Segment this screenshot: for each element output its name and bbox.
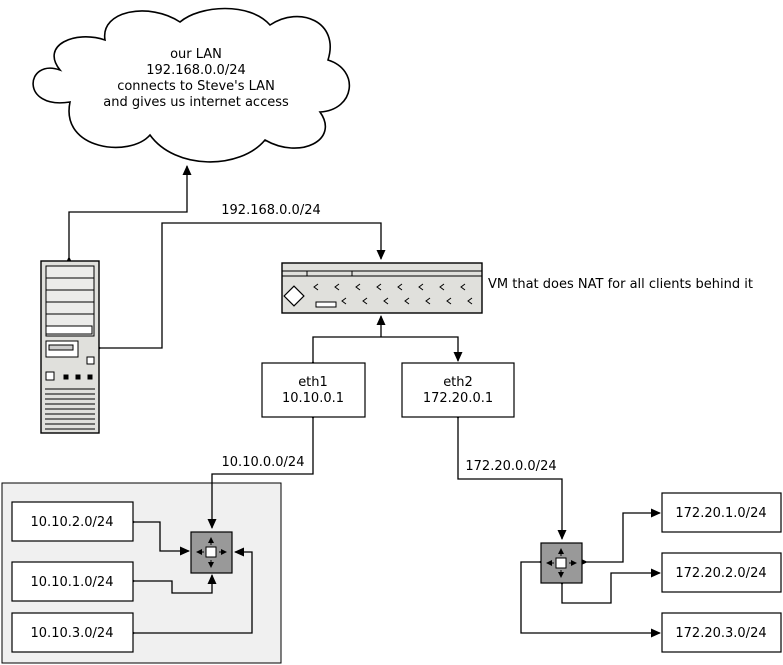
subnet-label: 10.10.3.0/24 <box>31 626 114 641</box>
eth2-interface: eth2 172.20.0.1 <box>401 362 515 418</box>
subnet-label: 172.20.3.0/24 <box>675 626 766 641</box>
cloud-outline <box>32 7 351 163</box>
subnet-label: 172.20.2.0/24 <box>675 566 766 581</box>
cloud-line-1: our LAN <box>170 47 222 62</box>
subnet-label: 10.10.1.0/24 <box>31 575 114 590</box>
link-172-20-1 <box>578 508 661 567</box>
eth2-ip: 172.20.0.1 <box>423 391 493 406</box>
subnet-172-20-2: 172.20.2.0/24 <box>661 552 782 593</box>
cloud-line-2: 192.168.0.0/24 <box>146 63 246 78</box>
lan-subnet-label: 192.168.0.0/24 <box>221 203 321 218</box>
subnet-172-20-3: 172.20.3.0/24 <box>661 612 782 653</box>
link-10-10-3 <box>126 547 253 638</box>
vm-label: VM that does NAT for all clients behind … <box>488 277 753 292</box>
eth1-box <box>261 362 366 418</box>
server-vm-link <box>92 222 386 353</box>
cloud-line-4: and gives us internet access <box>103 95 289 110</box>
subnet-10-10-2: 10.10.2.0/24 <box>11 501 134 542</box>
eth2-router-link <box>453 410 567 540</box>
link-172-20-3 <box>520 557 661 638</box>
eth1-ip: 10.10.0.1 <box>282 391 344 406</box>
eth2-subnet-label: 172.20.0.0/24 <box>465 459 556 474</box>
eth1-subnet-label: 10.10.0.0/24 <box>222 455 305 470</box>
connectors <box>64 165 661 638</box>
right-router-icon <box>540 542 583 584</box>
eth2-box <box>401 362 515 418</box>
subnet-172-20-1: 172.20.1.0/24 <box>661 492 782 533</box>
tower-server-icon <box>40 260 100 434</box>
lan-cloud: our LAN 192.168.0.0/24 connects to Steve… <box>32 7 351 163</box>
cloud-line-3: connects to Steve's LAN <box>117 79 275 94</box>
cloud-server-link <box>64 165 192 266</box>
eth1-router-link <box>207 410 318 529</box>
eth1-interface: eth1 10.10.0.1 <box>261 362 366 418</box>
subnet-10-10-3: 10.10.3.0/24 <box>11 612 134 653</box>
port-chevrons <box>313 283 473 305</box>
left-router-icon <box>190 531 233 574</box>
eth2-name: eth2 <box>443 375 473 390</box>
vm-eth1-link <box>308 336 463 370</box>
subnet-label: 10.10.2.0/24 <box>31 515 114 530</box>
subnet-label: 172.20.1.0/24 <box>675 506 766 521</box>
subnet-10-10-1: 10.10.1.0/24 <box>11 561 134 602</box>
switch-appliance-icon <box>281 262 483 314</box>
eth1-name: eth1 <box>298 375 328 390</box>
